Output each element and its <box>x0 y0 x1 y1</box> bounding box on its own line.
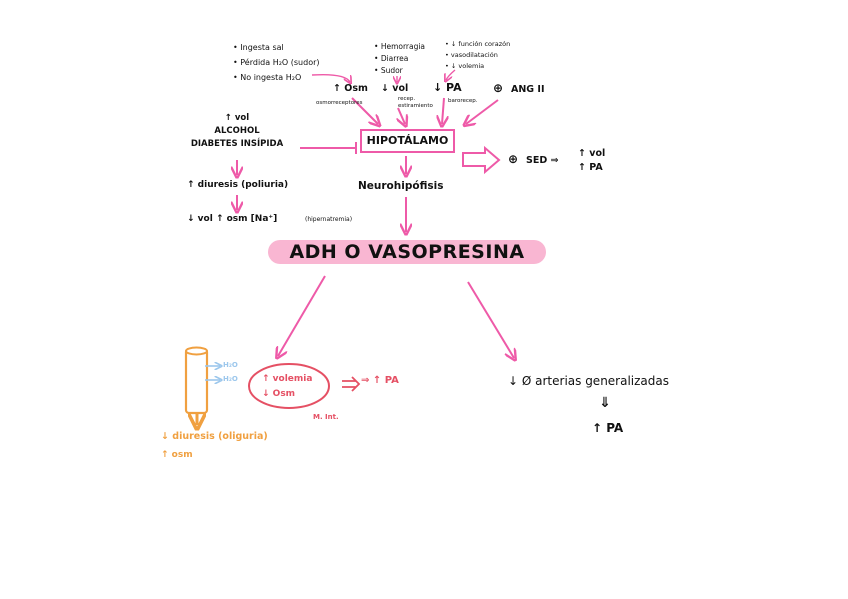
hipernatremia-label: (hipernatremia) <box>305 216 352 223</box>
cause-vol-item: Sudor <box>374 65 425 77</box>
plus-icon: ⊕ <box>493 81 503 95</box>
cause-pa-item: vasodilatación <box>445 50 510 61</box>
volemia-oval <box>249 364 329 408</box>
alcohol-vol: ↑ vol <box>185 112 289 125</box>
red-pa-label: ⇒ ↑ PA <box>361 375 399 386</box>
m-int-label: M. Int. <box>313 413 339 421</box>
stimulus-vol: ↓ vol <box>381 83 408 94</box>
down-double-arrow: ⇓ <box>599 395 611 411</box>
stimulus-ang: ANG II <box>511 84 544 95</box>
arrow-pa-to-hipotalamo <box>442 98 444 124</box>
cause-osm-item: No ingesta H₂O <box>233 70 320 85</box>
label-recep-estiramiento: recep. estiramiento <box>398 96 432 110</box>
tubule <box>186 349 207 413</box>
vol-osm-na: ↓ vol ↑ osm [Na⁺] <box>187 214 277 224</box>
hollow-arrow-sed <box>463 148 499 172</box>
neurohipofisis-label: Neurohipófisis <box>358 180 443 192</box>
stimulus-pa: ↓ PA <box>433 81 462 94</box>
cause-osm-item: Ingesta sal <box>233 40 320 55</box>
alcohol-label: ALCOHOL <box>185 125 289 138</box>
sed-pa: ↑ PA <box>578 162 603 173</box>
stimulus-osm: ↑ Osm <box>333 83 368 94</box>
causes-osm-list: Ingesta sal Pérdida H₂O (sudor) No inges… <box>233 40 320 85</box>
alcohol-block: ↑ vol ALCOHOL DIABETES INSÍPIDA <box>185 112 289 151</box>
volemia-label: ↑ volemia <box>262 374 312 384</box>
hipotalamo-box: HIPOTÁLAMO <box>360 129 455 153</box>
label-osmorreceptores: osmorreceptores <box>316 100 362 106</box>
h2o-label-2: H₂O <box>223 375 238 383</box>
arrow-vol-to-hipotalamo <box>398 108 405 124</box>
right-pa-label: ↑ PA <box>592 421 623 435</box>
causes-pa-list: ↓ función corazón vasodilatación ↓ volem… <box>445 39 510 72</box>
diabetes-insipida-label: DIABETES INSÍPIDA <box>185 138 289 151</box>
h2o-label-1: H₂O <box>223 361 238 369</box>
tubule-top <box>186 348 207 355</box>
osm-orange-label: ↑ osm <box>161 450 193 460</box>
arrow-adh-to-right <box>468 282 514 358</box>
cause-pa-item: ↓ volemia <box>445 61 510 72</box>
red-implies-arrow <box>342 377 359 391</box>
arterias-label: ↓ Ø arterias generalizadas <box>508 374 669 388</box>
osm-red-label: ↓ Osm <box>262 389 295 399</box>
arrow-adh-to-left <box>278 276 325 356</box>
oliguria-label: ↓ diuresis (oliguria) <box>161 431 268 442</box>
main-title: ADH O VASOPRESINA <box>268 240 546 264</box>
cause-vol-item: Hemorragia <box>374 41 425 53</box>
sed-vol: ↑ vol <box>578 148 605 159</box>
diuresis-poliuria: ↑ diuresis (poliuria) <box>187 180 288 190</box>
causes-vol-list: Hemorragia Diarrea Sudor <box>374 41 425 77</box>
label-barorecep: barorecep. <box>448 98 478 104</box>
sed-plus-icon: ⊕ <box>508 152 518 166</box>
sed-label: SED ⇒ <box>526 155 559 166</box>
cause-osm-item: Pérdida H₂O (sudor) <box>233 55 320 70</box>
cause-pa-item: ↓ función corazón <box>445 39 510 50</box>
cause-vol-item: Diarrea <box>374 53 425 65</box>
